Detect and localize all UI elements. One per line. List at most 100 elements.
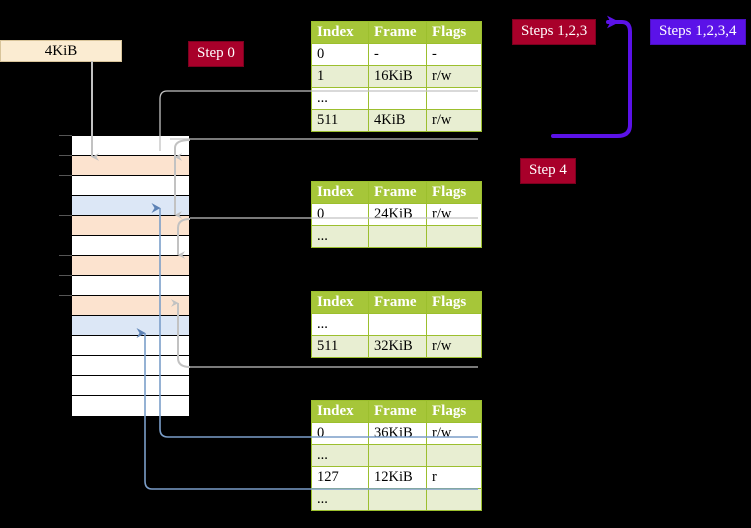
table-cell-flags: r/w bbox=[426, 422, 482, 445]
memory-frame-row bbox=[72, 316, 189, 336]
memory-frame-row bbox=[72, 256, 189, 276]
column-header-flags: Flags bbox=[426, 400, 482, 423]
column-header-frame: Frame bbox=[368, 181, 427, 204]
memory-frame-row bbox=[72, 176, 189, 196]
table-cell-frame bbox=[368, 225, 427, 248]
table-cell-index: ... bbox=[311, 87, 369, 110]
table-cell-frame: 12KiB bbox=[368, 466, 427, 489]
table-cell-index: ... bbox=[311, 488, 369, 511]
frame-tick-mark bbox=[59, 135, 72, 136]
table-cell-frame bbox=[368, 488, 427, 511]
frame-tick-mark bbox=[59, 175, 72, 176]
table-cell-index: 127 bbox=[311, 466, 369, 489]
steps-1234-label: Steps 1,2,3,4 bbox=[659, 23, 737, 39]
physical-memory-frames bbox=[71, 135, 190, 416]
table-cell-index: 0 bbox=[311, 203, 369, 226]
virtual-page-label: 4KiB bbox=[44, 42, 78, 59]
column-header-flags: Flags bbox=[426, 291, 482, 314]
table-cell-frame: 36KiB bbox=[368, 422, 427, 445]
memory-frame-row bbox=[72, 376, 189, 396]
table-cell-frame: 16KiB bbox=[368, 65, 427, 88]
table-cell-frame: 4KiB bbox=[368, 109, 427, 132]
frame-tick-mark bbox=[59, 155, 72, 156]
memory-frame-row bbox=[72, 336, 189, 356]
frame-tick-mark bbox=[59, 255, 72, 256]
table-cell-frame bbox=[368, 87, 427, 110]
frame-tick-mark bbox=[59, 275, 72, 276]
table-cell-flags bbox=[426, 313, 482, 336]
step-0-badge: Step 0 bbox=[188, 41, 244, 67]
step-0-label: Step 0 bbox=[197, 45, 235, 61]
column-header-flags: Flags bbox=[426, 21, 482, 44]
table-cell-index: 0 bbox=[311, 422, 369, 445]
table-cell-flags bbox=[426, 87, 482, 110]
memory-frame-row bbox=[72, 356, 189, 376]
step-4-label: Step 4 bbox=[529, 162, 567, 178]
steps-123-badge: Steps 1,2,3 bbox=[512, 19, 597, 45]
table-cell-frame bbox=[368, 313, 427, 336]
table-row: ... bbox=[311, 488, 482, 511]
column-header-frame: Frame bbox=[368, 21, 427, 44]
table-cell-index: 511 bbox=[311, 109, 369, 132]
frame-tick-mark bbox=[59, 295, 72, 296]
table-cell-index: 1 bbox=[311, 65, 369, 88]
steps-1234-badge: Steps 1,2,3,4 bbox=[650, 19, 746, 45]
table-cell-flags: r/w bbox=[426, 109, 482, 132]
column-header-frame: Frame bbox=[368, 291, 427, 314]
table-cell-index: ... bbox=[311, 444, 369, 467]
table-cell-index: ... bbox=[311, 313, 369, 336]
table-cell-frame bbox=[368, 444, 427, 467]
memory-frame-row bbox=[72, 136, 189, 156]
table-row: ... bbox=[311, 225, 482, 248]
column-header-frame: Frame bbox=[368, 400, 427, 423]
table-cell-frame: - bbox=[368, 43, 427, 66]
table-cell-flags bbox=[426, 225, 482, 248]
virtual-page-4kib-box: 4KiB bbox=[0, 40, 122, 62]
column-header-index: Index bbox=[311, 291, 369, 314]
steps-123-label: Steps 1,2,3 bbox=[521, 23, 588, 39]
table-cell-index: 511 bbox=[311, 335, 369, 358]
table-cell-frame: 24KiB bbox=[368, 203, 427, 226]
frame-tick-mark bbox=[59, 215, 72, 216]
table-row: 0-- bbox=[311, 43, 482, 66]
column-header-flags: Flags bbox=[426, 181, 482, 204]
table-cell-flags bbox=[426, 488, 482, 511]
table-row: ... bbox=[311, 444, 482, 467]
memory-frame-row bbox=[72, 296, 189, 316]
table-cell-index: 0 bbox=[311, 43, 369, 66]
table-cell-flags: r bbox=[426, 466, 482, 489]
table-cell-flags: r/w bbox=[426, 65, 482, 88]
memory-frame-row bbox=[72, 396, 189, 416]
table-cell-flags: - bbox=[426, 43, 482, 66]
memory-frame-row bbox=[72, 276, 189, 296]
table-cell-flags: r/w bbox=[426, 203, 482, 226]
column-header-index: Index bbox=[311, 400, 369, 423]
column-header-index: Index bbox=[311, 21, 369, 44]
step-4-badge: Step 4 bbox=[520, 158, 576, 184]
table-cell-flags: r/w bbox=[426, 335, 482, 358]
table-row: ... bbox=[311, 313, 482, 336]
memory-frame-row bbox=[72, 156, 189, 176]
table-cell-flags bbox=[426, 444, 482, 467]
memory-frame-row bbox=[72, 216, 189, 236]
table-cell-frame: 32KiB bbox=[368, 335, 427, 358]
table-row: ... bbox=[311, 87, 482, 110]
memory-frame-row bbox=[72, 196, 189, 216]
table-cell-index: ... bbox=[311, 225, 369, 248]
memory-frame-row bbox=[72, 236, 189, 256]
